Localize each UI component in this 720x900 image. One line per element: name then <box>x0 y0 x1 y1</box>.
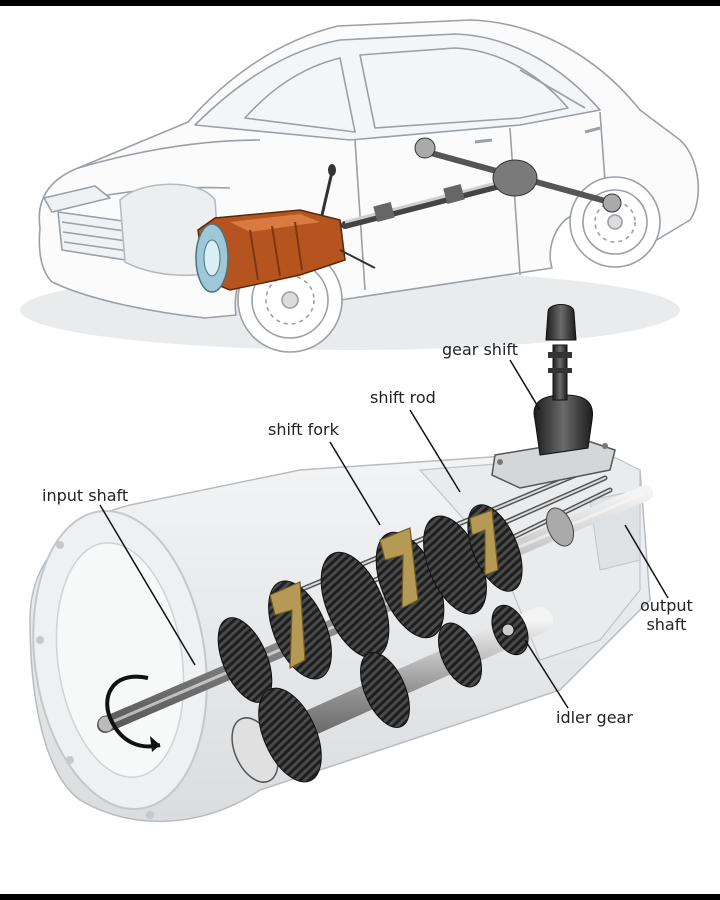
label-output-line1: output <box>640 596 693 615</box>
label-output-line2: shaft <box>640 615 693 634</box>
label-output-shaft: output shaft <box>640 596 693 634</box>
label-idler-gear: idler gear <box>556 708 633 727</box>
transmission-diagram: gear shift shift rod shift fork input sh… <box>0 6 720 894</box>
label-shift-fork: shift fork <box>268 420 339 439</box>
diagram-art <box>0 6 720 894</box>
label-shift-rod: shift rod <box>370 388 436 407</box>
label-input-shaft: input shaft <box>42 486 128 505</box>
car-illustration <box>20 20 698 352</box>
label-gear-shift: gear shift <box>442 340 518 359</box>
